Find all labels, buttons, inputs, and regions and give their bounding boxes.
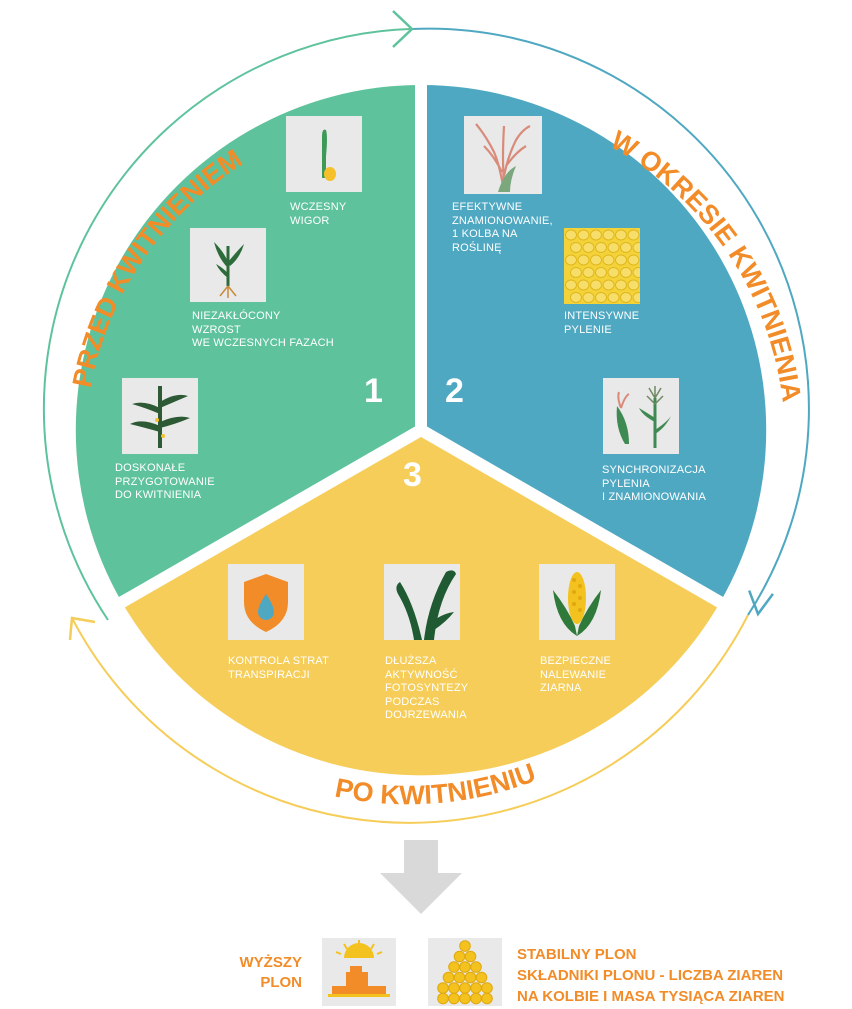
corn-plant-icon (122, 378, 198, 454)
ring-arrowhead-right (748, 590, 774, 617)
young-plant-roots-icon (190, 228, 266, 302)
ring-arc-yellow (71, 614, 749, 824)
label-grain-filling: BEZPIECZNE NALEWANIE ZIARNA (540, 655, 612, 694)
shield-drop-icon (228, 564, 304, 640)
label-flowering-preparation: DOSKONAŁE PRZYGOTOWANIE DO KWITNIENIA (115, 462, 215, 501)
result-higher-yield: WYŻSZY PLON (239, 954, 303, 991)
corn-cob-icon (539, 564, 615, 640)
harvester-sun-icon (322, 938, 396, 1006)
label-synchronization: SYNCHRONIZACJA PYLENIA I ZNAMIONOWANIA (602, 464, 707, 503)
ring-arrowhead-left (68, 616, 96, 641)
label-photosynthesis: DŁUŻSZA AKTYWNOŚĆ FOTOSYNTEZY PODCZAS DO… (385, 655, 469, 721)
seedling-icon (286, 116, 362, 192)
ring-arc-blue (411, 27, 810, 616)
ring-arrowhead-top (392, 10, 414, 48)
ring-arc-green (42, 28, 411, 621)
result-stable-yield: STABILNY PLON SKŁADNIKI PLONU - LICZBA Z… (517, 946, 785, 1005)
kernel-stack-icon (428, 938, 502, 1006)
down-arrow-icon (380, 840, 462, 914)
segment-number-2: 2 (445, 372, 464, 410)
tassel-silk-icon (603, 378, 679, 454)
green-leaves-icon (384, 564, 460, 640)
label-effective-silking: EFEKTYWNE ZNAMIONOWANIE, 1 KOLBA NA ROŚL… (452, 201, 553, 254)
label-intense-pollination: INTENSYWNE PYLENIE (564, 310, 640, 336)
label-transpiration-control: KONTROLA STRAT TRANSPIRACJI (228, 655, 329, 681)
segment-number-3: 3 (403, 456, 422, 494)
segment-number-1: 1 (364, 372, 383, 410)
label-early-vigor: WCZESNY WIGOR (290, 201, 347, 227)
corn-silk-icon (464, 116, 542, 194)
pollen-icon (564, 228, 640, 304)
label-undisturbed-growth: NIEZAKŁÓCONY WZROST WE WCZESNYCH FAZACH (192, 310, 334, 349)
